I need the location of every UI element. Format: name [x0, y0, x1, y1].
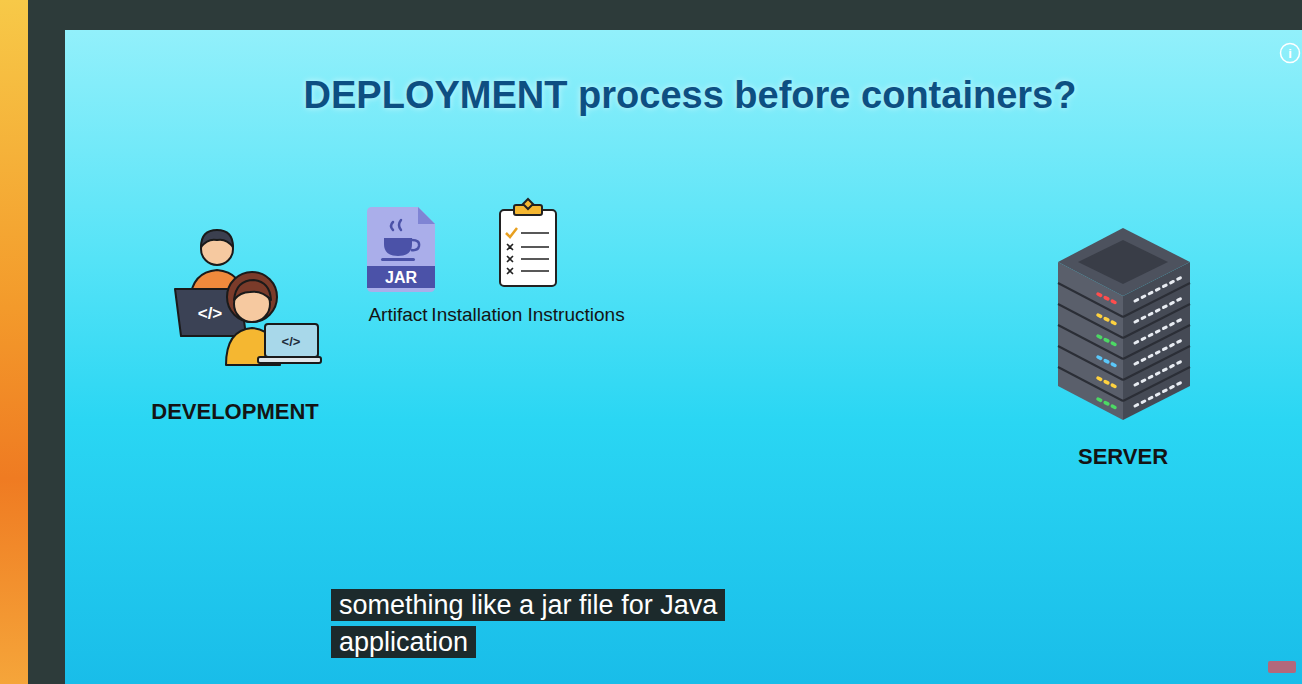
info-icon [1281, 44, 1300, 63]
subtitle-text: something like a jar file for Java appli… [331, 589, 725, 658]
node-label: DEVELOPMENT [130, 398, 340, 427]
subscribe-badge [1268, 661, 1296, 673]
icon-label-node: SERVER [1038, 443, 1208, 472]
icon-text: </> [198, 305, 223, 322]
clipboard-icon [500, 199, 556, 286]
developer-icon [175, 230, 321, 365]
server-icon [1058, 228, 1190, 420]
node-label: Installation Instructions [431, 303, 625, 328]
subtitle-box: something like a jar file for Java appli… [331, 587, 801, 661]
icon-text: </> [282, 335, 301, 348]
wallpaper-strip [0, 0, 28, 684]
slide-title: DEPLOYMENT process before containers? [65, 74, 1302, 117]
icon-label-node: DEVELOPMENT [130, 398, 340, 427]
icon-label-node: Installation Instructions [431, 303, 625, 328]
jar-file-icon [367, 207, 435, 292]
node-label: SERVER [1038, 443, 1208, 472]
icon-text: i [1288, 47, 1292, 60]
icon-text: JAR [385, 270, 417, 286]
